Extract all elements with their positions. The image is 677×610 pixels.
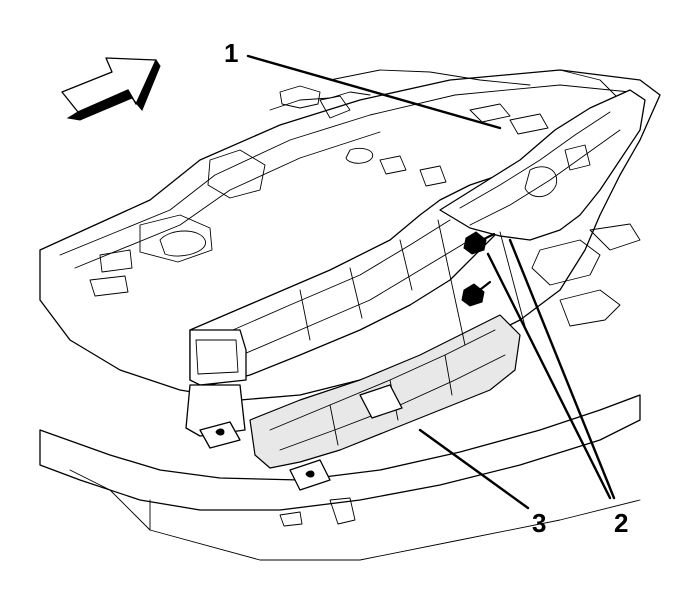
floor-pan: [39, 69, 661, 401]
callout-1: 1: [224, 38, 238, 68]
heat-shield: [199, 314, 521, 491]
underbody-rail: [439, 89, 646, 241]
callout-3: 3: [532, 508, 546, 538]
front-arrow-icon: [61, 57, 161, 121]
bolt-lower: [461, 280, 492, 307]
rocker-panel: [39, 394, 641, 561]
bolt-upper: [463, 231, 496, 255]
callout-2: 2: [614, 508, 628, 538]
leader-lines: [246, 54, 616, 510]
install-guide-lines: [437, 219, 527, 346]
